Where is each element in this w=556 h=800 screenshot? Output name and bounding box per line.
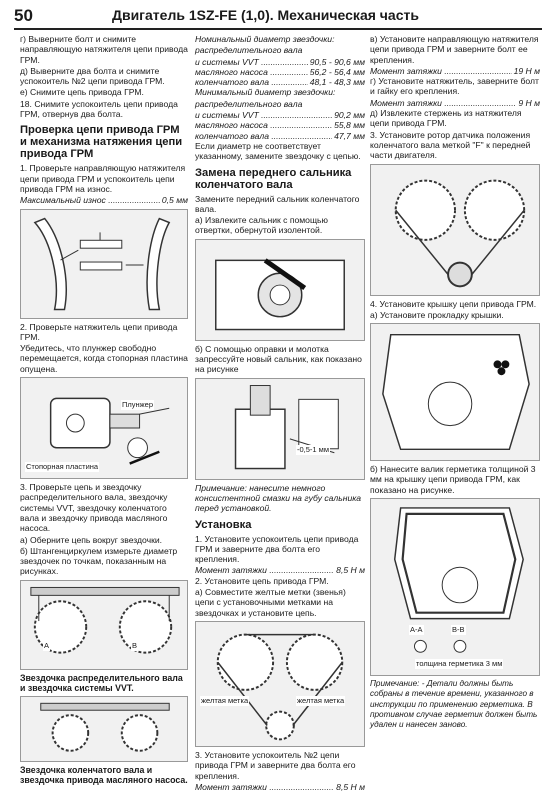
step-text: а) Совместите желтые метки (звенья) цепи… — [195, 587, 346, 618]
note-text: Примечание: нанесите немного консистентн… — [195, 482, 362, 514]
column-right: в) Установите направляющую натяжителя це… — [370, 34, 540, 732]
step-text: г) Установите натяжитель, заверните болт… — [370, 76, 539, 97]
step-text: г) Выверните болт и снимите направляющую… — [20, 34, 188, 65]
chain-guide-figure — [20, 208, 188, 319]
step-text: Если диаметр не соответствует указанному… — [195, 140, 361, 162]
crank-sprocket-figure — [20, 695, 188, 762]
cam-sprocket-figure: A B — [20, 579, 188, 670]
spec-row: и системы VVT90,5 - 90,6 мм — [195, 57, 365, 67]
step-text: а) Извлеките сальник с помощью отвертки,… — [195, 215, 328, 236]
dimension-label: -0,5-1 мм — [296, 444, 330, 455]
step-text: 1. Установите успокоитель цепи привода Г… — [195, 533, 359, 565]
spec-subtitle: распределительного вала — [195, 45, 303, 56]
seal-removal-figure — [195, 238, 365, 341]
spec-row: и системы VVT90,2 мм — [195, 110, 365, 120]
gasket-drawing — [382, 334, 530, 451]
torque-row: Момент затяжки8,5 Н м — [195, 782, 365, 792]
spec-row: Максимальный износ0,5 мм — [20, 195, 188, 205]
cam-sprocket-drawing — [30, 586, 180, 654]
step-text: д) Выверните два болта и снимите успокои… — [20, 65, 165, 87]
tensioner-figure: Плунжер Стопорная пластина — [20, 377, 188, 480]
step-text: б) Штангенциркулем измерьте диаметр звез… — [20, 545, 178, 577]
torque-row: Момент затяжки9 Н м — [370, 98, 540, 108]
sealant-drawing — [393, 507, 524, 653]
seal-press-figure: -0,5-1 мм — [195, 377, 365, 480]
step-text: д) Извлеките стержень из натяжителя цепи… — [370, 108, 522, 129]
page-title: Двигатель 1SZ-FE (1,0). Механическая час… — [112, 7, 419, 23]
section-heading: Проверка цепи привода ГРМ и механизма на… — [20, 124, 183, 161]
tensioner-drawing — [49, 397, 170, 465]
column-left: г) Выверните болт и снимите направляющую… — [20, 34, 188, 787]
seal-press-drawing — [234, 384, 339, 469]
step-text: Убедитесь, что плунжер свободно перемеща… — [20, 343, 188, 374]
spec-row: масляного насоса55,8 мм — [195, 120, 365, 130]
note-text: Примечание: - Детали должны быть собраны… — [370, 679, 538, 730]
figure-caption: Звездочка коленчатого вала и звездочка п… — [20, 764, 188, 785]
step-text: 3. Установите ротор датчика положения ко… — [370, 129, 531, 161]
section-aa-label: А-А — [409, 625, 424, 636]
sensor-rotor-figure — [370, 163, 540, 296]
step-text: 3. Проверьте цепь и звездочку распредели… — [20, 482, 168, 534]
page-header: 50 Двигатель 1SZ-FE (1,0). Механическая … — [14, 6, 542, 30]
chain-guide-drawing — [33, 217, 171, 310]
spec-subtitle: распределительного вала — [195, 98, 303, 109]
step-text: а) Установите прокладку крышки. — [370, 309, 504, 320]
step-text: е) Снимите цепь привода ГРМ. — [20, 87, 144, 98]
chain-marks-figure: желтая метка желтая метка — [195, 620, 365, 747]
step-text: 4. Установите крышку цепи привода ГРМ. — [370, 298, 537, 309]
step-text: 2. Проверьте натяжитель цепи привода ГРМ… — [20, 321, 178, 342]
crank-sprocket-drawing — [40, 702, 170, 752]
spec-title: Минимальный диаметр звездочки: — [195, 87, 336, 98]
spec-row: масляного насоса56,2 - 56,4 мм — [195, 67, 365, 77]
label-a: A — [43, 640, 51, 652]
chain-marks-drawing — [216, 633, 344, 741]
section-bb-label: В-В — [451, 625, 466, 636]
step-text: 1. Проверьте направляющую натяжителя цеп… — [20, 163, 186, 194]
spec-title: Номинальный диаметр звездочки: — [195, 34, 335, 44]
plunger-label: Плунжер — [121, 400, 155, 411]
label-b: B — [131, 640, 139, 652]
gasket-figure — [370, 323, 540, 462]
column-middle: Номинальный диаметр звездочки: распредел… — [195, 34, 365, 792]
figure-caption: Звездочка распределительного вала и звез… — [20, 672, 183, 693]
sealant-thickness-label: толщина герметика 3 мм — [415, 659, 504, 670]
step-text: б) Нанесите валик герметика толщиной 3 м… — [370, 464, 536, 495]
lock-plate-label: Стопорная пластина — [25, 462, 100, 473]
step-text: а) Оберните цепь вокруг звездочки. — [20, 534, 163, 545]
sensor-rotor-drawing — [394, 179, 526, 287]
section-heading: Замена переднего сальника коленчатого ва… — [195, 166, 352, 191]
sealant-figure: А-А В-В толщина герметика 3 мм — [370, 498, 540, 677]
yellow-mark-label: желтая метка — [296, 695, 346, 707]
step-text: 18. Снимите успокоитель цепи привода ГРМ… — [20, 98, 178, 120]
yellow-mark-label: желтая метка — [200, 695, 250, 707]
section-heading: Установка — [195, 518, 252, 531]
step-text: 3. Установите успокоитель №2 цепи привод… — [195, 749, 356, 781]
torque-row: Момент затяжки8,5 Н м — [195, 565, 365, 575]
torque-row: Момент затяжки19 Н м — [370, 66, 540, 76]
step-text: б) С помощью оправки и молотка запрессуй… — [195, 343, 362, 375]
seal-removal-drawing — [215, 258, 345, 331]
spec-row: коленчатого вала47,7 мм — [195, 131, 365, 141]
spec-row: коленчатого вала48,1 - 48,3 мм — [195, 77, 365, 87]
page-number: 50 — [14, 6, 33, 25]
step-text: Замените передний сальник коленчатого ва… — [195, 193, 360, 214]
step-text: в) Установите направляющую натяжителя це… — [370, 34, 539, 65]
step-text: 2. Установите цепь привода ГРМ. — [195, 575, 329, 586]
